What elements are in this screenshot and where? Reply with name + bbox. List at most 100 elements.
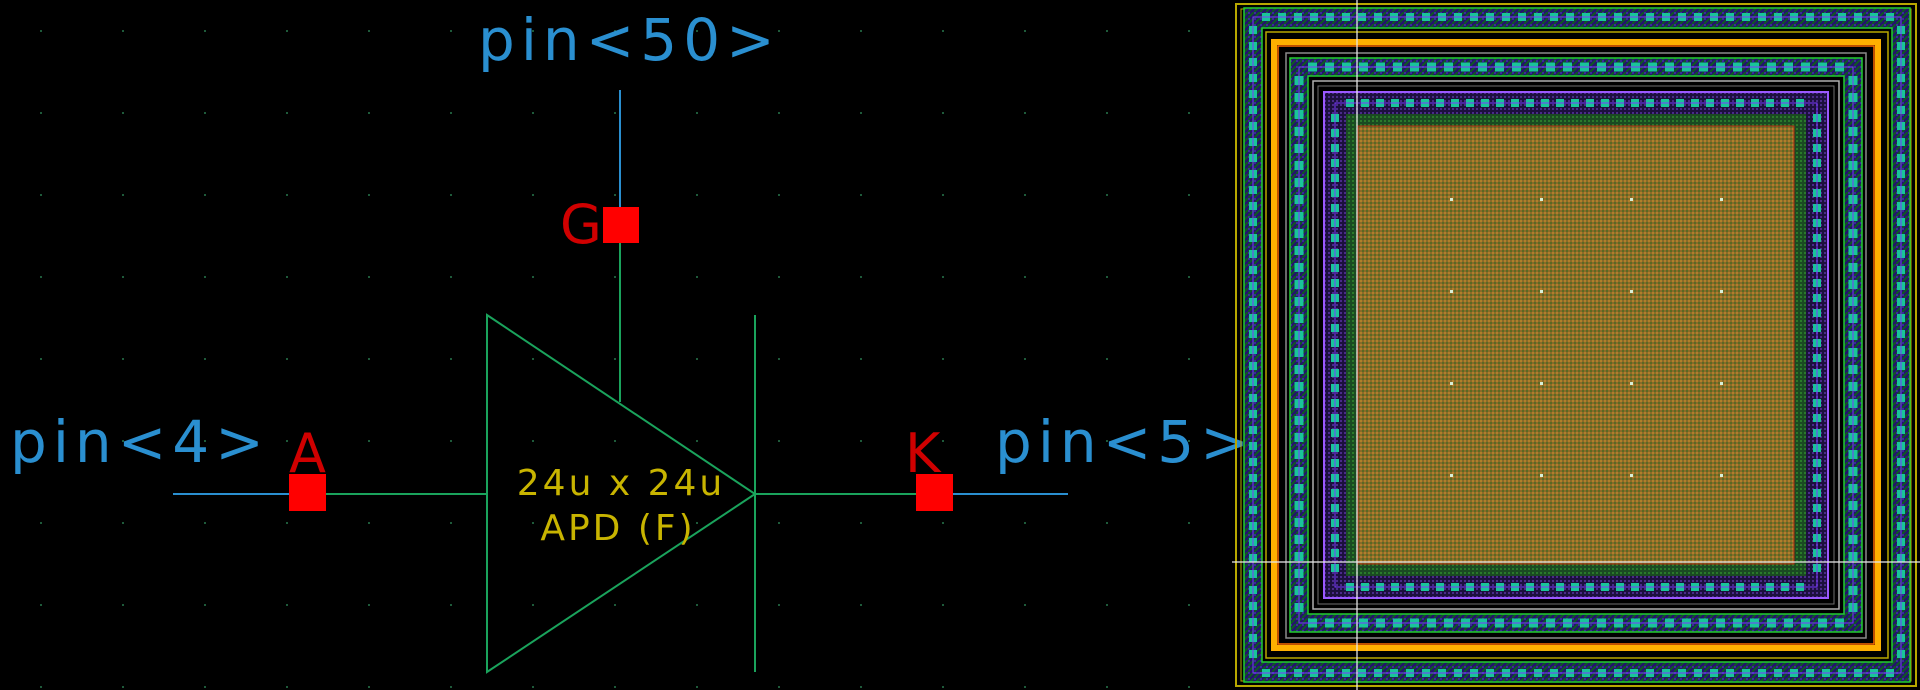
grid-dot bbox=[532, 604, 534, 606]
grid-dot bbox=[286, 604, 288, 606]
grid-dot bbox=[696, 358, 698, 360]
grid-dot bbox=[204, 604, 206, 606]
grid-dot bbox=[696, 686, 698, 688]
grid-dot bbox=[942, 30, 944, 32]
grid-dot bbox=[778, 358, 780, 360]
grid-dot bbox=[614, 358, 616, 360]
grid-dot bbox=[122, 440, 124, 442]
grid-dot bbox=[40, 30, 42, 32]
marker-dot bbox=[1540, 474, 1543, 477]
grid-dot bbox=[368, 194, 370, 196]
grid-dot bbox=[778, 440, 780, 442]
layout-outer-outline bbox=[1235, 3, 1917, 687]
grid-dot bbox=[204, 112, 206, 114]
grid-dot bbox=[778, 112, 780, 114]
grid-dot bbox=[204, 686, 206, 688]
grid-dot bbox=[450, 440, 452, 442]
grid-dot bbox=[122, 194, 124, 196]
grid-dot bbox=[942, 276, 944, 278]
grid-dot bbox=[696, 194, 698, 196]
grid-dot bbox=[1024, 440, 1026, 442]
grid-dot bbox=[40, 440, 42, 442]
net-label-cathode[interactable]: pin<5> bbox=[995, 408, 1255, 476]
grid-dot bbox=[1188, 194, 1190, 196]
grid-dot bbox=[450, 30, 452, 32]
grid-dot bbox=[778, 194, 780, 196]
grid-dot bbox=[942, 440, 944, 442]
grid-dot bbox=[204, 276, 206, 278]
device-type-label: APD (F) bbox=[540, 508, 695, 549]
grid-dot bbox=[286, 112, 288, 114]
grid-dot bbox=[696, 604, 698, 606]
grid-dot bbox=[1188, 522, 1190, 524]
net-label-gate[interactable]: pin<50> bbox=[478, 6, 781, 74]
marker-dot bbox=[1720, 382, 1723, 385]
apd-active-area[interactable] bbox=[1358, 126, 1794, 564]
grid-dot bbox=[286, 194, 288, 196]
inner-ring-contacts bbox=[1331, 99, 1821, 591]
grid-dot bbox=[1106, 30, 1108, 32]
grid-dot bbox=[1106, 112, 1108, 114]
grid-dot bbox=[532, 194, 534, 196]
grid-dot bbox=[204, 30, 206, 32]
net-label-anode[interactable]: pin<4> bbox=[10, 408, 270, 476]
grid-dot bbox=[122, 30, 124, 32]
grid-dot bbox=[1188, 604, 1190, 606]
layout-view[interactable] bbox=[1232, 0, 1920, 690]
grid-dot bbox=[450, 686, 452, 688]
grid-dot bbox=[122, 358, 124, 360]
contact-rail bbox=[1252, 16, 1902, 674]
grid-dot bbox=[696, 522, 698, 524]
device-size-label: 24u x 24u bbox=[517, 463, 725, 504]
grid-dot bbox=[1024, 686, 1026, 688]
grid-dot bbox=[450, 604, 452, 606]
grid-dot bbox=[1024, 522, 1026, 524]
contact-rail bbox=[1334, 102, 1818, 588]
grid-dot bbox=[204, 194, 206, 196]
marker-dot bbox=[1720, 290, 1723, 293]
grid-dot bbox=[40, 276, 42, 278]
grid-dot bbox=[860, 30, 862, 32]
marker-dot bbox=[1630, 382, 1633, 385]
grid-dot bbox=[1106, 194, 1108, 196]
grid-dot bbox=[614, 112, 616, 114]
grid-dot bbox=[860, 522, 862, 524]
grid-dot bbox=[286, 276, 288, 278]
pin-box-g[interactable] bbox=[603, 207, 639, 243]
grid-dot bbox=[368, 686, 370, 688]
marker-dot bbox=[1450, 290, 1453, 293]
marker-dot bbox=[1450, 474, 1453, 477]
grid-dot bbox=[778, 30, 780, 32]
marker-dot bbox=[1630, 474, 1633, 477]
active-area-markers bbox=[1450, 198, 1723, 477]
grid-dot bbox=[1024, 194, 1026, 196]
grid-dot bbox=[368, 440, 370, 442]
grid-dot bbox=[286, 440, 288, 442]
grid-dot bbox=[614, 194, 616, 196]
grid-dot bbox=[368, 522, 370, 524]
grid-dot bbox=[368, 358, 370, 360]
grid-dot bbox=[40, 686, 42, 688]
grid-dot bbox=[40, 112, 42, 114]
grid-dot bbox=[696, 276, 698, 278]
pin-box-a[interactable] bbox=[289, 474, 326, 511]
grid-dot bbox=[122, 686, 124, 688]
grid-dot bbox=[614, 686, 616, 688]
grid-dot bbox=[1024, 358, 1026, 360]
grid-dot bbox=[1188, 440, 1190, 442]
grid-dot bbox=[368, 30, 370, 32]
outer-ring-contacts bbox=[1249, 13, 1905, 677]
grid-dot bbox=[860, 276, 862, 278]
grid-dot bbox=[860, 686, 862, 688]
grid-dot bbox=[942, 194, 944, 196]
grid-dot bbox=[1106, 358, 1108, 360]
pin-box-k[interactable] bbox=[916, 474, 953, 511]
grid-dot bbox=[204, 358, 206, 360]
schematic: pin<50> G 24u x 24u APD (F) pin<4> A K p… bbox=[10, 6, 1255, 674]
grid-dot bbox=[1188, 30, 1190, 32]
grid-dot bbox=[368, 112, 370, 114]
grid-dot bbox=[450, 276, 452, 278]
grid-dot bbox=[942, 604, 944, 606]
grid-dot bbox=[696, 30, 698, 32]
